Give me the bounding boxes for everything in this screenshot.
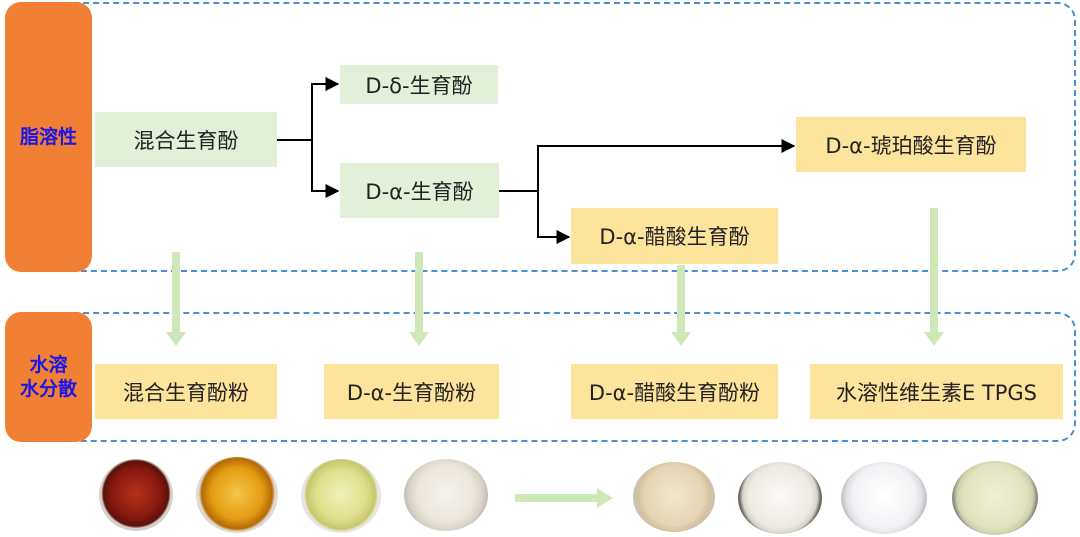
oil-dish-pale-yellow: [301, 459, 381, 533]
product-tpgs: 水溶性维生素E TPGS: [810, 364, 1063, 419]
arrow-mixed-to-delta: [277, 77, 340, 141]
powder-dish-white-2: [841, 462, 927, 534]
fat-soluble-text: 脂溶性: [19, 126, 77, 148]
down-arrow-mixed: [166, 252, 186, 346]
node-mixed-tocopherol: 混合生育酚: [95, 112, 277, 167]
arrow-mixed-to-alpha: [311, 140, 340, 198]
node-d-alpha-succinate: D-α-琥珀酸生育酚: [796, 117, 1026, 172]
powder-dish-white: [404, 459, 488, 531]
powder-dish-off-white: [738, 462, 822, 534]
photo-transition-arrow: [515, 488, 613, 508]
water-soluble-text-1: 水溶: [29, 354, 68, 376]
water-soluble-label: 水溶 水分散: [5, 312, 92, 442]
arrow-alpha-to-acetate: [537, 191, 571, 244]
down-arrow-acetate: [671, 265, 691, 346]
product-mixed-powder: 混合生育酚粉: [95, 364, 277, 419]
node-d-delta-tocopherol: D-δ-生育酚: [340, 65, 498, 104]
node-d-alpha-acetate: D-α-醋酸生育酚: [571, 208, 778, 264]
oil-dish-amber: [196, 457, 278, 533]
water-soluble-text-2: 水分散: [19, 378, 77, 400]
node-d-alpha-tocopherol: D-α-生育酚: [340, 163, 499, 218]
fat-soluble-label: 脂溶性: [5, 2, 92, 272]
down-arrow-tpgs: [924, 208, 944, 346]
arrow-alpha-to-succinate: [499, 139, 796, 192]
product-d-alpha-powder: D-α-生育酚粉: [324, 364, 499, 419]
down-arrows: [166, 208, 944, 346]
oil-dish-dark-red: [99, 459, 173, 531]
powder-dish-beige: [633, 462, 715, 532]
down-arrow-alpha: [409, 252, 429, 346]
product-d-alpha-acetate-powder: D-α-醋酸生育酚粉: [571, 364, 778, 419]
powder-dish-cream: [952, 461, 1038, 535]
